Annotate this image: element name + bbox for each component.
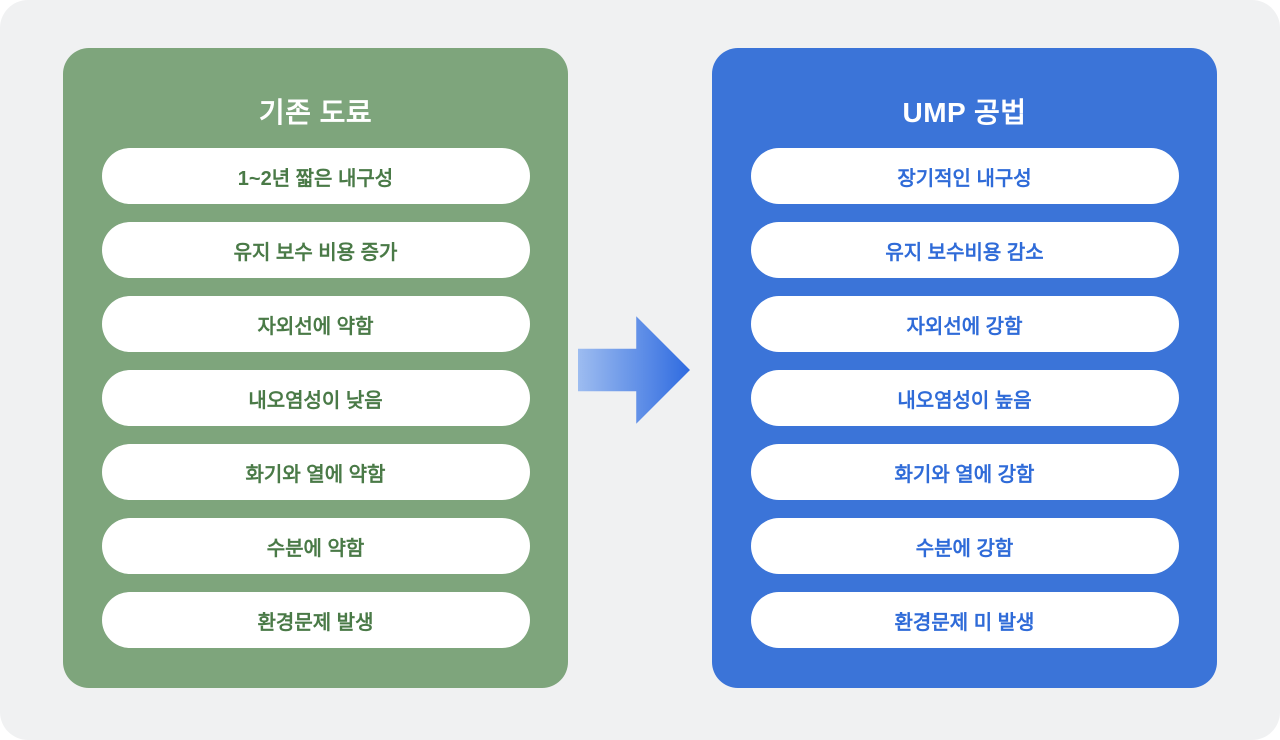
feature-pill: 화기와 열에 강함 <box>750 444 1179 500</box>
feature-pill: 수분에 약함 <box>101 518 530 574</box>
feature-pill: 장기적인 내구성 <box>750 148 1179 204</box>
feature-pill: 유지 보수 비용 증가 <box>101 222 530 278</box>
ump-feature-list: 장기적인 내구성 유지 보수비용 감소 자외선에 강함 내오염성이 높음 화기와… <box>750 148 1179 648</box>
feature-pill: 1~2년 짧은 내구성 <box>101 148 530 204</box>
feature-pill: 화기와 열에 약함 <box>101 444 530 500</box>
panel-ump-title: UMP 공법 <box>902 97 1027 128</box>
panel-ump-method: UMP 공법 장기적인 내구성 유지 보수비용 감소 자외선에 강함 내오염성이… <box>712 48 1217 688</box>
existing-feature-list: 1~2년 짧은 내구성 유지 보수 비용 증가 자외선에 약함 내오염성이 낮음… <box>101 148 530 648</box>
feature-pill: 내오염성이 낮음 <box>101 370 530 426</box>
right-arrow-icon <box>578 316 690 424</box>
panel-existing-paint: 기존 도료 1~2년 짧은 내구성 유지 보수 비용 증가 자외선에 약함 내오… <box>63 48 568 688</box>
panel-existing-title: 기존 도료 <box>258 97 373 128</box>
feature-pill: 유지 보수비용 감소 <box>750 222 1179 278</box>
feature-pill: 수분에 강함 <box>750 518 1179 574</box>
feature-pill: 자외선에 강함 <box>750 296 1179 352</box>
feature-pill: 자외선에 약함 <box>101 296 530 352</box>
feature-pill: 내오염성이 높음 <box>750 370 1179 426</box>
feature-pill: 환경문제 미 발생 <box>750 592 1179 648</box>
feature-pill: 환경문제 발생 <box>101 592 530 648</box>
